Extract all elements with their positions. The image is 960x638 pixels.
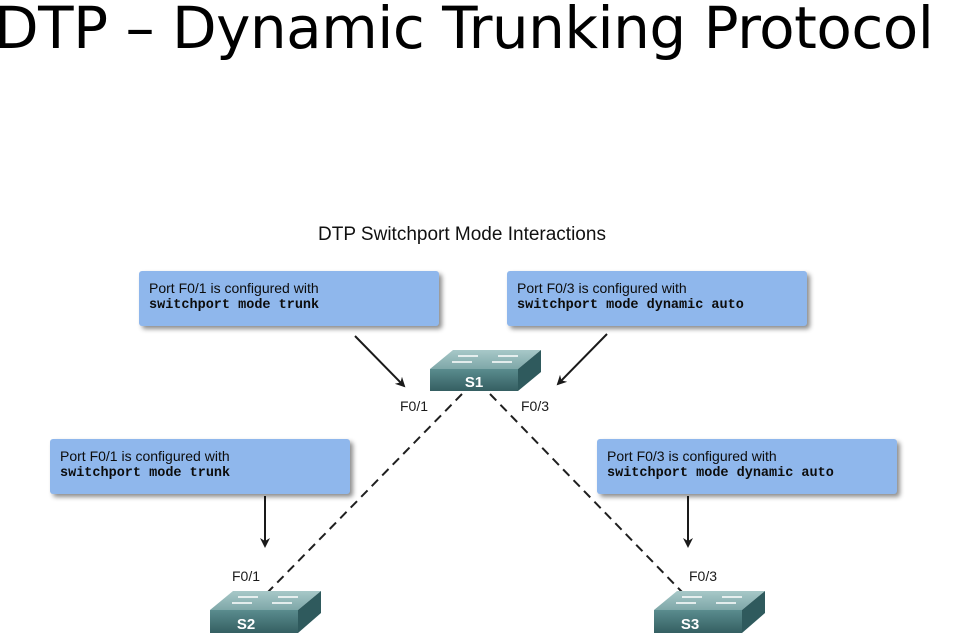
link-s1-s2 [267, 393, 463, 593]
callout-s2-f01-command: switchport mode trunk [60, 466, 231, 481]
switch-s3: S3 [654, 591, 765, 633]
port-label-s1-f03: F0/3 [521, 398, 550, 414]
callout-s1-f03-text: Port F0/3 is configured with [517, 280, 687, 296]
port-label-s2-f01: F0/1 [232, 568, 261, 584]
switch-s2: S2 [210, 591, 321, 633]
switch-s2-label: S2 [237, 616, 255, 633]
callout-s1-f03-command: switchport mode dynamic auto [517, 298, 744, 313]
callout-s2-f01: Port F0/1 is configured with switchport … [50, 439, 350, 494]
callout-s3-f03: Port F0/3 is configured with switchport … [597, 439, 897, 494]
callout-s1-f01-command: switchport mode trunk [149, 298, 320, 313]
switch-s1: S1 [430, 350, 541, 391]
callout-s2-f01-text: Port F0/1 is configured with [60, 448, 230, 464]
callout-s1-f01-text: Port F0/1 is configured with [149, 280, 319, 296]
arrow-s1-f03 [556, 333, 608, 386]
callout-s3-f03-text: Port F0/3 is configured with [607, 448, 777, 464]
figure-title: DTP Switchport Mode Interactions [318, 224, 606, 245]
port-label-s3-f03: F0/3 [689, 568, 718, 584]
callout-s3-f03-command: switchport mode dynamic auto [607, 466, 834, 481]
switch-s1-label: S1 [465, 374, 483, 391]
arrow-s1-f01 [354, 335, 406, 388]
switch-s3-label: S3 [681, 616, 699, 633]
slide-title: DTP – Dynamic Trunking Protocol [0, 0, 934, 62]
callout-s1-f01: Port F0/1 is configured with switchport … [139, 271, 439, 326]
callout-s1-f03: Port F0/3 is configured with switchport … [507, 271, 807, 326]
port-label-s1-f01: F0/1 [400, 398, 429, 414]
link-s1-s3 [489, 393, 683, 593]
